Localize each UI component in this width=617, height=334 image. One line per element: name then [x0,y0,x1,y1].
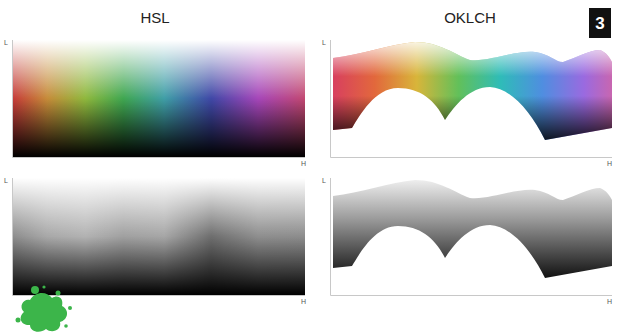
axis-label: L [322,39,326,46]
axis [13,178,306,296]
axis [331,178,613,296]
hsl-lightness-overlay [12,40,305,157]
paint-splat [16,285,73,331]
axis-label: L [4,39,8,46]
oklch-color-shape [333,42,612,140]
axis-label: H [301,160,306,167]
axes [13,40,613,296]
axis-label: H [607,298,612,305]
column-title: OKLCH [444,10,496,25]
axis [13,40,306,158]
number-badge: 3 [589,8,611,38]
oklch-lightness-overlay [333,42,612,140]
hsl-color-gradient [12,40,305,157]
hsl-gray-overlay [12,178,305,295]
axis-label: H [607,160,612,167]
hsl-gray-gradient [12,178,305,295]
axis [331,40,613,158]
axis-label: H [301,298,306,305]
axis-label: L [4,177,8,184]
oklch-gray-shape [333,180,612,278]
badge-number: 3 [595,15,604,32]
column-title: HSL [140,10,169,25]
axis-label: L [322,177,326,184]
